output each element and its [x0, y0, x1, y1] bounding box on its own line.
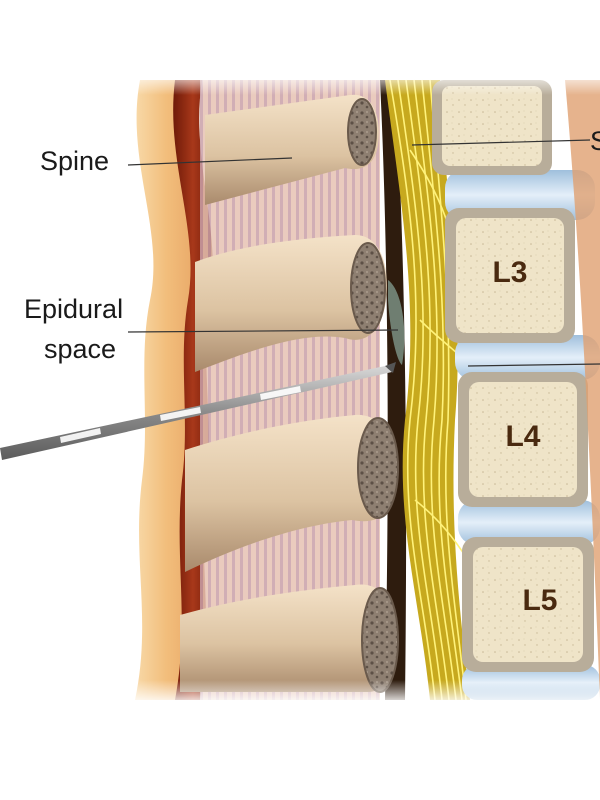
spinous-process-3 — [185, 414, 399, 572]
vertebra-l5: L5 — [462, 537, 594, 672]
right-top-leader-line — [411, 139, 591, 146]
disc — [458, 500, 600, 545]
spinal-canal — [380, 80, 407, 700]
spine-leader-line — [127, 157, 293, 166]
epidural-space-region — [388, 280, 405, 365]
vertebral-column: L3 L4 L5 — [432, 80, 600, 700]
vertebra-top — [432, 80, 552, 175]
epidural-leader-line — [127, 329, 399, 333]
vertebra-l4-label: L4 — [505, 420, 540, 453]
epidural-label-line2: space — [44, 334, 116, 364]
vertebra-l3-label: L3 — [492, 256, 527, 289]
anterior-edge — [565, 80, 600, 700]
vertebra-l5-label: L5 — [522, 584, 557, 617]
spinous-processes — [180, 94, 399, 693]
right-top-label-fragment: S — [590, 126, 600, 156]
spinous-process-2 — [195, 235, 387, 372]
epidural-needle — [0, 362, 396, 460]
epidural-label-line1: Epidural — [24, 294, 123, 324]
vertebra-l3: L3 — [445, 208, 575, 343]
vertebra-l4: L4 — [458, 372, 588, 507]
disc — [455, 335, 600, 380]
spine-label: Spine — [40, 146, 109, 176]
right-mid-leader-line — [467, 363, 600, 367]
spinous-process-1 — [205, 94, 379, 205]
top-fade — [120, 70, 600, 95]
disc — [445, 170, 595, 220]
bottom-fade — [120, 680, 600, 705]
